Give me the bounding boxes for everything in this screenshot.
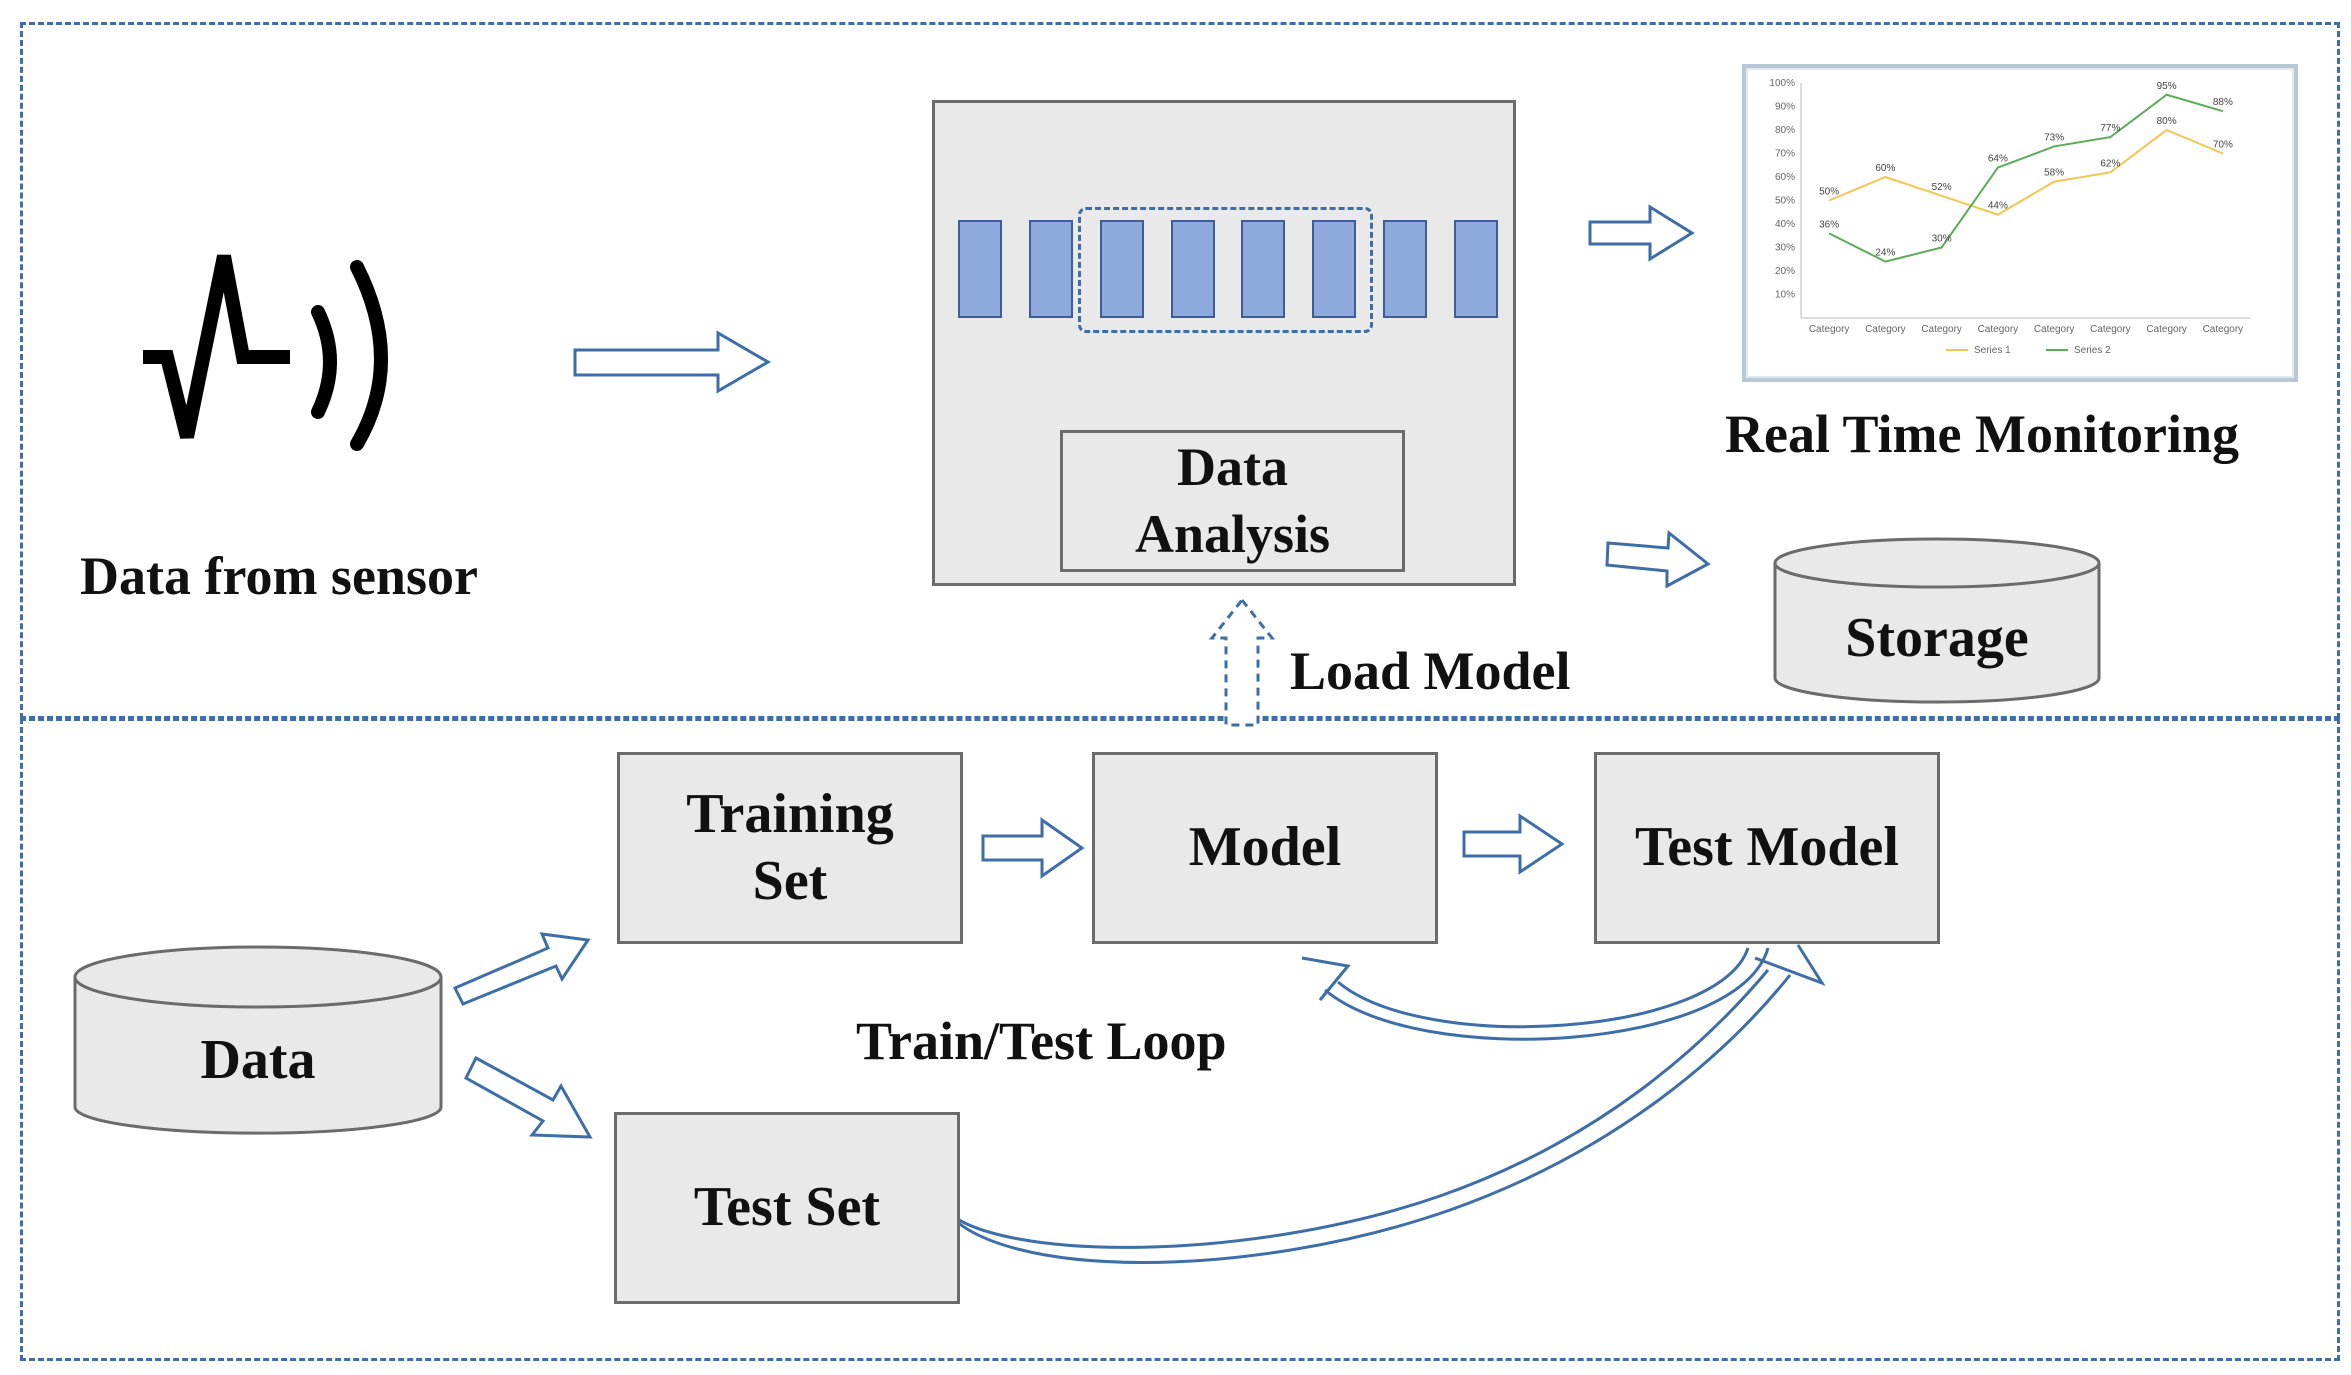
training-set-box: Training Set	[617, 752, 963, 944]
data-buffer	[958, 220, 1498, 318]
chart-y-tick-label: 70%	[1775, 149, 1795, 160]
chart-legend-label: Series 1	[1974, 345, 2011, 356]
buffer-window	[1078, 207, 1373, 333]
chart-x-tick-label: Category	[2203, 324, 2244, 335]
arrow-data-to-training-set	[452, 932, 591, 1006]
training-region	[20, 718, 2340, 1361]
chart-series-line	[1828, 93, 2224, 263]
chart-data-label: 50%	[1819, 187, 1839, 198]
chart-y-tick-label: 30%	[1775, 243, 1795, 254]
buffer-block	[1028, 220, 1073, 318]
chart-data-label: 30%	[1932, 234, 1952, 245]
buffer-block	[1312, 220, 1357, 318]
chart-series-line	[1828, 128, 2224, 216]
arrow-load-model	[1208, 597, 1276, 727]
chart-data-label: 62%	[2100, 158, 2120, 169]
test-set-box: Test Set	[614, 1112, 960, 1304]
buffer-block	[1099, 220, 1144, 318]
chart-y-tick-label: 60%	[1775, 172, 1795, 183]
buffer-block	[1454, 220, 1498, 318]
chart-y-tick-label: 20%	[1775, 266, 1795, 277]
test-set-label: Test Set	[693, 1176, 881, 1239]
buffer-block	[1241, 220, 1286, 318]
arrow-analysis-to-monitoring	[1588, 204, 1695, 262]
chart-x-tick-label: Category	[1865, 324, 1906, 335]
load-model-label: Load Model	[1290, 641, 1571, 701]
chart-data-label: 52%	[1932, 182, 1952, 193]
storage-label: Storage	[1845, 607, 2029, 669]
data-analysis-box: Data Analysis	[1060, 430, 1405, 572]
loop-label: Train/Test Loop	[856, 1011, 1227, 1071]
chart-x-tick-label: Category	[2034, 324, 2075, 335]
inference-region	[20, 22, 2340, 719]
chart-y-tick-label: 50%	[1775, 196, 1795, 207]
data-analysis-label-line1: Data	[1177, 436, 1288, 497]
chart-data-label: 88%	[2213, 97, 2233, 108]
arrow-analysis-to-storage	[1605, 530, 1711, 589]
data-label: Data	[200, 1029, 316, 1091]
arrow-model-to-testmodel	[1462, 813, 1565, 875]
test-model-label: Test Model	[1635, 816, 1899, 879]
chart-data-label: 60%	[1875, 163, 1895, 174]
chart-x-tick-label: Category	[2090, 324, 2131, 335]
chart-x-tick-label: Category	[1921, 324, 1962, 335]
chart-x-tick-label: Category	[1809, 324, 1850, 335]
sensor-signal-icon	[143, 254, 388, 451]
arrow-data-to-test-set	[464, 1055, 593, 1139]
chart-legend-label: Series 2	[2074, 345, 2111, 356]
chart-y-tick-label: 80%	[1775, 125, 1795, 136]
arrow-sensor-to-analysis	[573, 330, 771, 394]
model-box: Model	[1092, 752, 1438, 944]
chart-data-label: 77%	[2100, 123, 2120, 134]
arrow-testmodel-to-model-loop	[1301, 947, 1770, 1041]
chart-data-label: 24%	[1875, 248, 1895, 259]
chart-y-tick-label: 100%	[1769, 78, 1795, 89]
training-set-label-line1: Training	[686, 782, 894, 845]
buffer-block	[958, 220, 1002, 318]
arrow-testset-to-testmodel-loop	[943, 944, 1826, 1264]
chart-data-label: 80%	[2157, 116, 2177, 127]
chart-data-label: 44%	[1988, 201, 2008, 212]
chart-data-label: 73%	[2044, 132, 2064, 143]
training-set-label-line2: Set	[752, 850, 828, 912]
arrow-training-to-model	[981, 817, 1085, 879]
chart-x-tick-label: Category	[2146, 324, 2187, 335]
chart-y-tick-label: 40%	[1775, 219, 1795, 230]
data-analysis-label-line2: Analysis	[1134, 504, 1331, 564]
sensor-label: Data from sensor	[80, 546, 478, 606]
model-label: Model	[1188, 816, 1342, 879]
chart-y-tick-label: 10%	[1775, 290, 1795, 301]
chart-x-tick-label: Category	[1978, 324, 2019, 335]
monitoring-chart-frame: 10% 20% 30% 40% 50% 60% 70% 80% 90% 100% Category C…	[1742, 64, 2298, 382]
test-model-box: Test Model	[1594, 752, 1940, 944]
chart-data-label: 36%	[1819, 219, 1839, 230]
monitoring-label: Real Time Monitoring	[1725, 404, 2239, 464]
monitoring-chart: 10% 20% 30% 40% 50% 60% 70% 80% 90% 100% Category C…	[1769, 78, 2251, 356]
chart-data-label: 64%	[1988, 154, 2008, 165]
chart-data-label: 58%	[2044, 168, 2064, 179]
buffer-block	[1170, 220, 1215, 318]
chart-data-label: 70%	[2213, 140, 2233, 151]
chart-data-label: 95%	[2157, 81, 2177, 92]
chart-y-tick-label: 90%	[1775, 102, 1795, 113]
buffer-block	[1383, 220, 1428, 318]
